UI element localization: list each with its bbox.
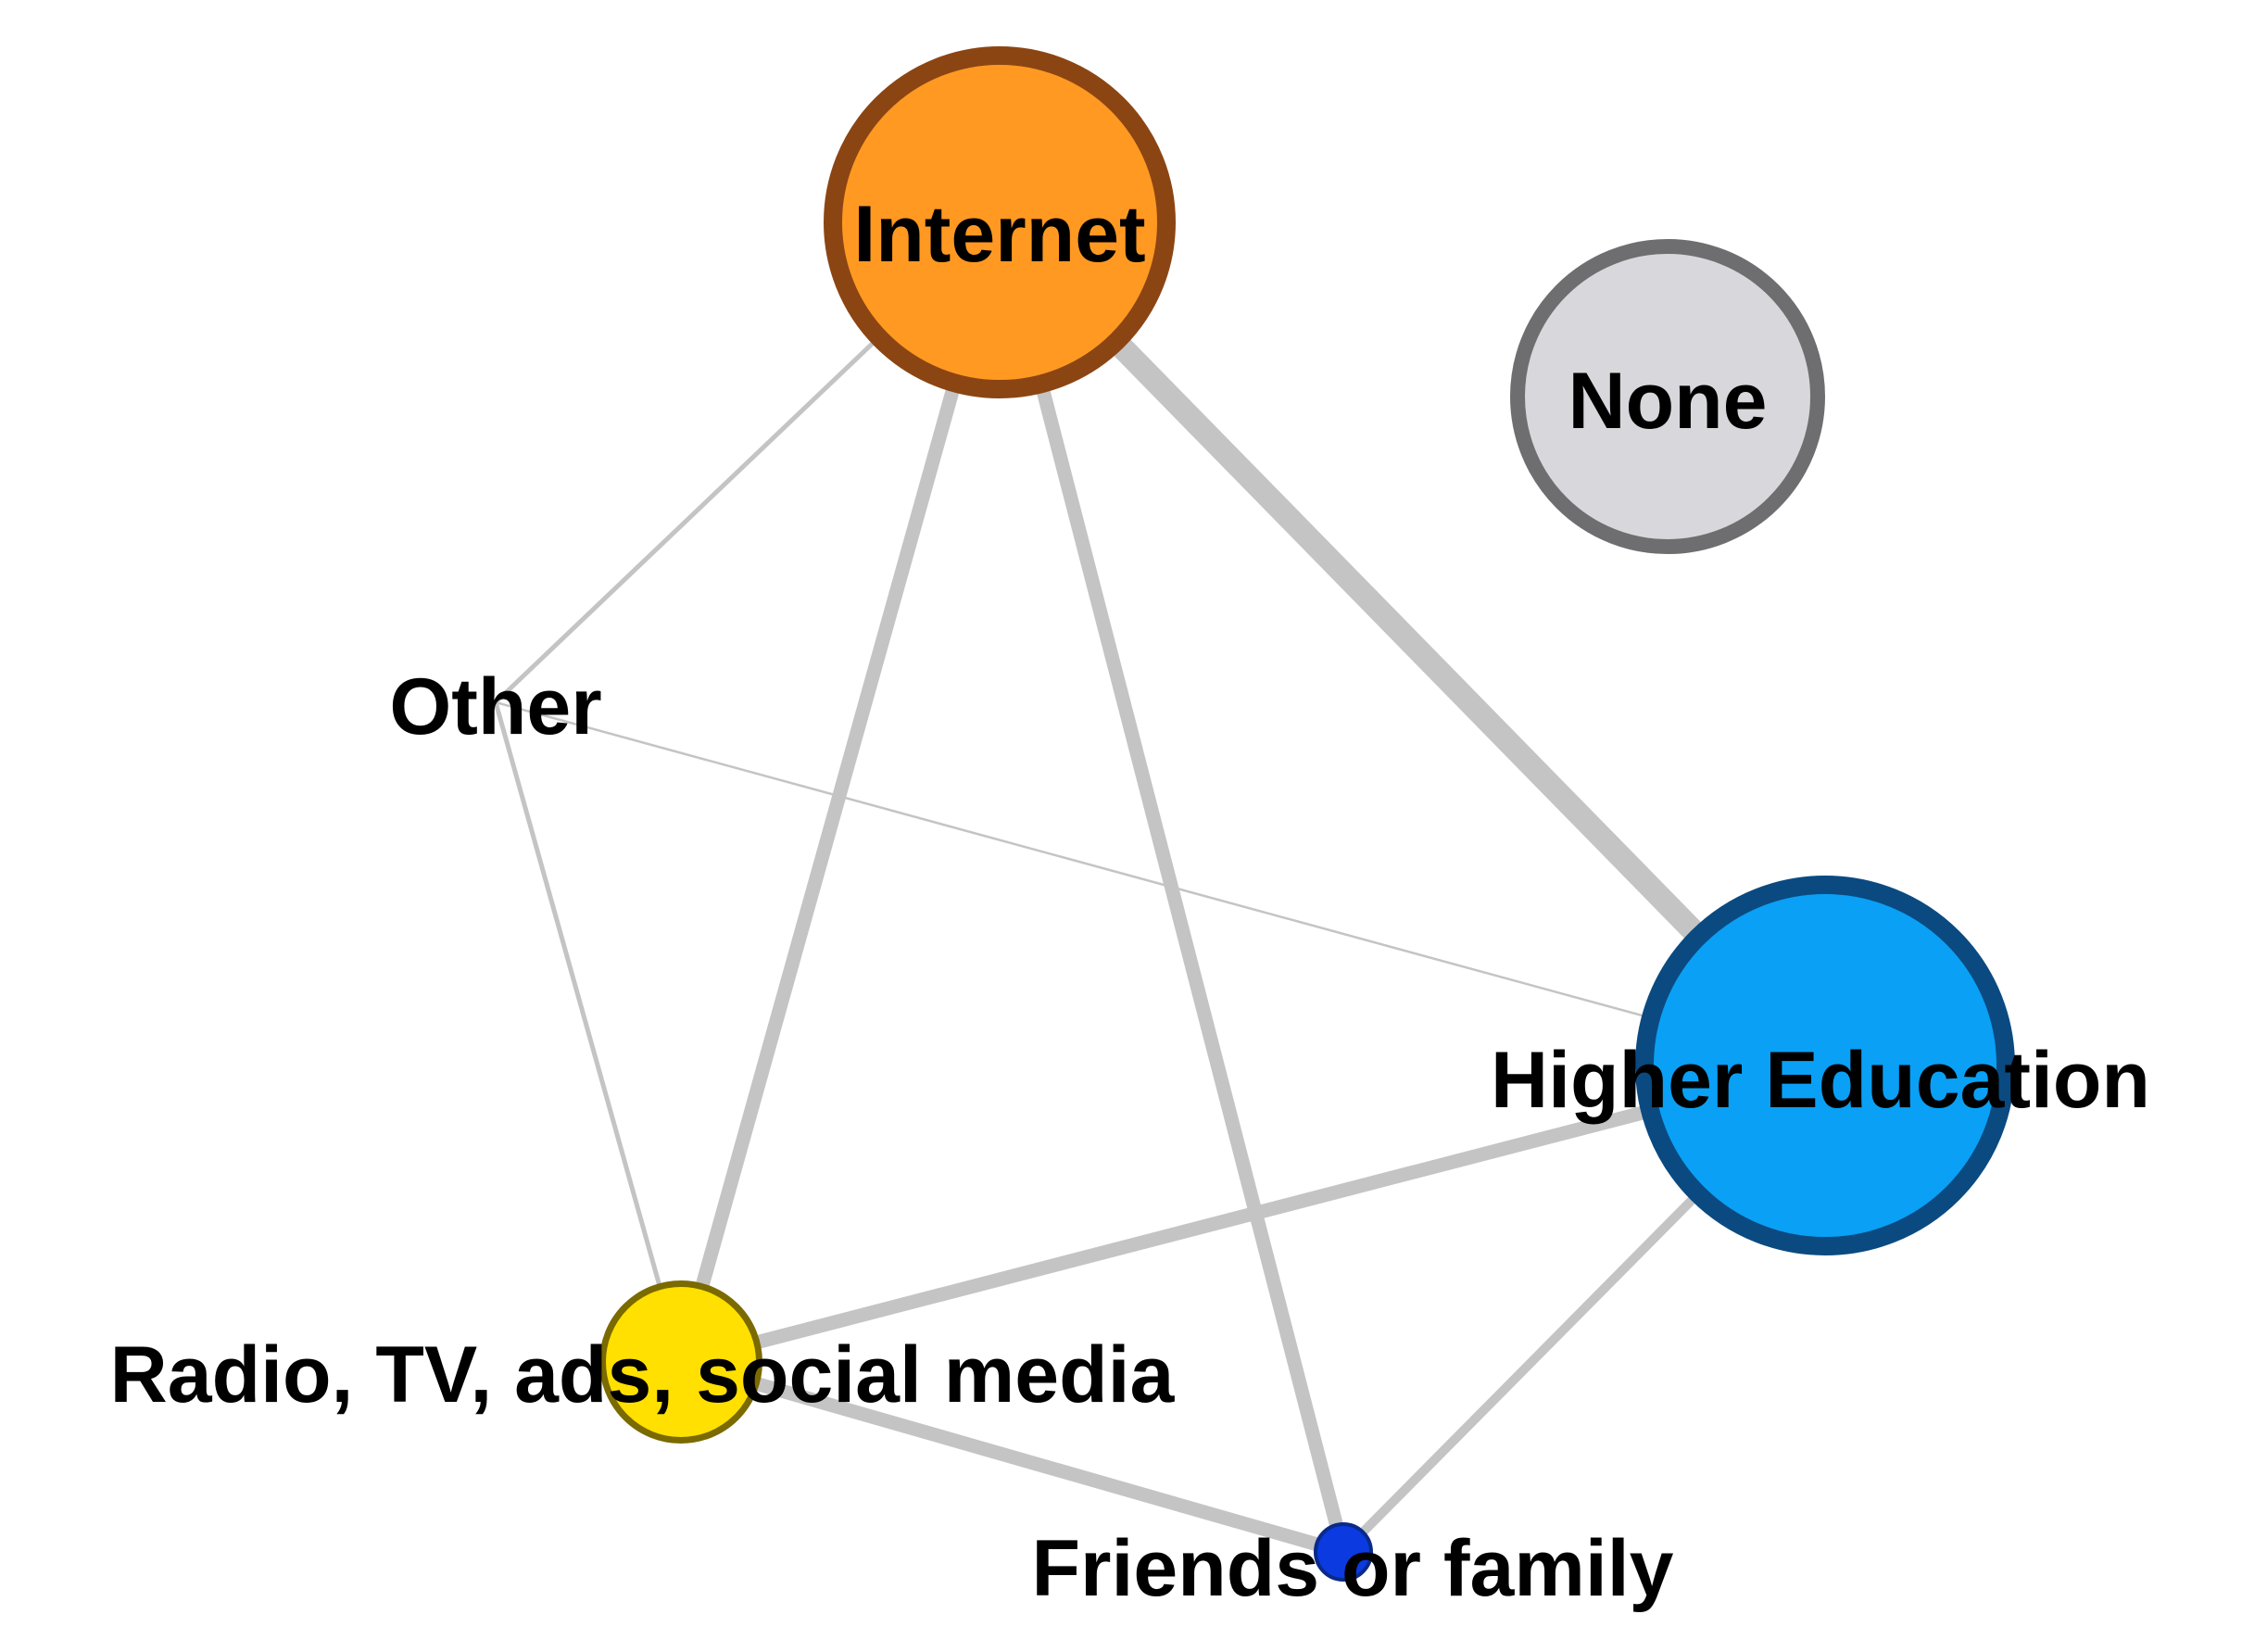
node-label-other: Other: [389, 662, 601, 751]
edge-internet-higher_education: [991, 214, 1833, 1074]
node-internet: [824, 46, 1176, 398]
node-friends-family: [1314, 1522, 1373, 1582]
edge-other-higher_education: [495, 700, 1826, 1067]
node-label-none: None: [1568, 357, 1768, 446]
edge-other-radio_tv: [493, 701, 684, 1363]
node-none: [1510, 239, 1825, 554]
node-label-higher-education: Higher Education: [1491, 1036, 2150, 1125]
node-radio-tv: [599, 1280, 762, 1444]
nodes-layer: [599, 46, 2015, 1582]
node-label-friends-family: Friends or family: [1032, 1524, 1674, 1613]
edge-radio_tv-friends_family: [678, 1355, 1346, 1559]
node-label-radio-tv: Radio, TV, ads, social media: [110, 1330, 1176, 1419]
edge-higher_education-radio_tv: [679, 1058, 1827, 1369]
node-higher-education: [1635, 876, 2015, 1255]
edges-layer: [493, 214, 1833, 1559]
node-label-internet: Internet: [853, 190, 1145, 279]
edge-internet-radio_tv: [674, 220, 1007, 1365]
